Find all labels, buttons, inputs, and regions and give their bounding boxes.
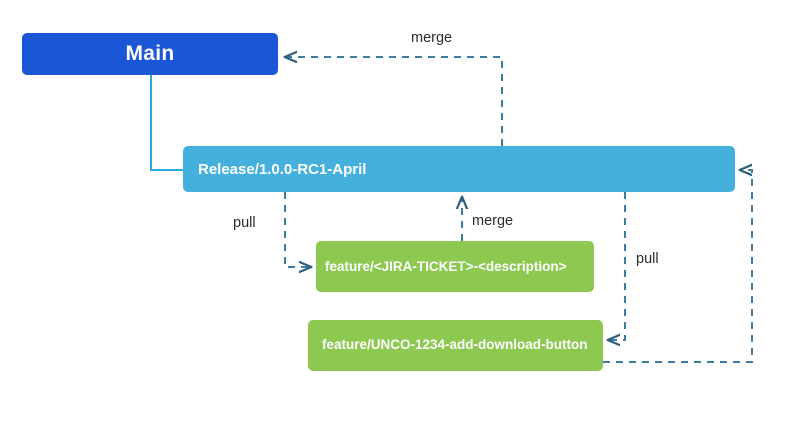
node-feature-template[interactable]: feature/<JIRA-TICKET>-<description> xyxy=(316,241,594,292)
edge-release-to-main-merge xyxy=(285,57,503,146)
node-release[interactable]: Release/1.0.0-RC1-April xyxy=(183,146,735,192)
edge-release-to-feature-template-pull xyxy=(284,192,311,267)
node-feature-unco-label: feature/UNCO-1234-add-download-button xyxy=(322,337,588,353)
edge-label-pull-left: pull xyxy=(233,215,256,231)
edge-main-to-release xyxy=(150,75,183,171)
node-main[interactable]: Main xyxy=(22,33,278,75)
node-main-label: Main xyxy=(125,42,175,65)
edge-label-pull-right: pull xyxy=(636,251,659,267)
node-feature-unco[interactable]: feature/UNCO-1234-add-download-button xyxy=(308,320,603,371)
edge-label-merge-middle: merge xyxy=(472,213,514,229)
edge-release-to-feature-unco-pull xyxy=(608,192,626,340)
node-feature-template-label: feature/<JIRA-TICKET>-<description> xyxy=(325,259,567,274)
edge-label-merge-top: merge xyxy=(411,30,453,46)
node-release-label: Release/1.0.0-RC1-April xyxy=(198,160,367,178)
